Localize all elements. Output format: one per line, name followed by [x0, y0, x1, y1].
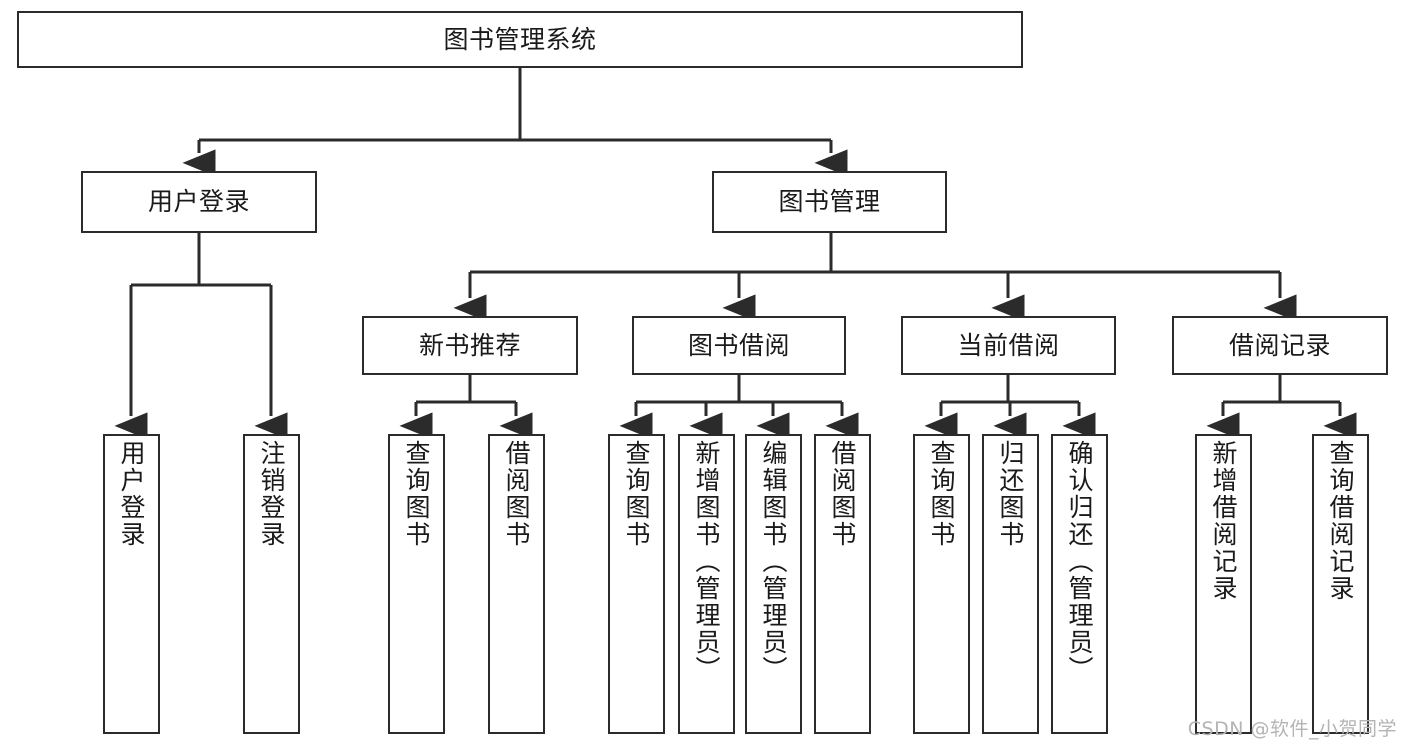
node-leaf-borrow-book-2[interactable]: 借阅图书	[814, 434, 871, 734]
node-book-manage[interactable]: 图书管理	[712, 171, 947, 233]
node-new-book-recommend-label: 新书推荐	[418, 330, 521, 360]
node-leaf-user-login-label: 用户登录	[117, 440, 146, 548]
node-leaf-user-login[interactable]: 用户登录	[103, 434, 160, 734]
node-leaf-query-book-3-label: 查询图书	[927, 440, 956, 548]
node-leaf-borrow-book-1-label: 借阅图书	[502, 440, 531, 548]
node-root-label: 图书管理系统	[443, 24, 597, 54]
node-leaf-confirm-return-label: 确认归还（管理员）	[1065, 440, 1094, 683]
node-leaf-logout[interactable]: 注销登录	[243, 434, 300, 734]
node-leaf-query-record-label: 查询借阅记录	[1326, 440, 1355, 602]
node-user-login-label: 用户登录	[147, 187, 250, 216]
node-leaf-query-book-2-label: 查询图书	[622, 440, 651, 548]
node-root[interactable]: 图书管理系统	[17, 11, 1023, 68]
node-current-borrow[interactable]: 当前借阅	[901, 316, 1116, 375]
node-leaf-query-book-1[interactable]: 查询图书	[388, 434, 445, 734]
node-leaf-borrow-book-2-label: 借阅图书	[828, 440, 857, 548]
node-leaf-add-record-label: 新增借阅记录	[1209, 440, 1238, 602]
node-book-manage-label: 图书管理	[778, 187, 881, 216]
node-leaf-query-book-2[interactable]: 查询图书	[608, 434, 665, 734]
node-leaf-borrow-book-1[interactable]: 借阅图书	[488, 434, 545, 734]
node-leaf-add-book[interactable]: 新增图书（管理员）	[678, 434, 735, 734]
node-new-book-recommend[interactable]: 新书推荐	[362, 316, 578, 375]
node-leaf-add-record[interactable]: 新增借阅记录	[1195, 434, 1252, 734]
node-leaf-add-book-label: 新增图书（管理员）	[692, 440, 721, 683]
node-leaf-return-book[interactable]: 归还图书	[982, 434, 1039, 734]
node-leaf-confirm-return[interactable]: 确认归还（管理员）	[1051, 434, 1108, 734]
watermark: CSDN @软件_小贺同学	[1187, 718, 1397, 740]
node-leaf-query-book-3[interactable]: 查询图书	[913, 434, 970, 734]
node-user-login[interactable]: 用户登录	[81, 171, 317, 233]
node-leaf-query-record[interactable]: 查询借阅记录	[1312, 434, 1369, 734]
node-book-borrow[interactable]: 图书借阅	[632, 316, 846, 375]
node-current-borrow-label: 当前借阅	[957, 330, 1060, 360]
node-leaf-edit-book[interactable]: 编辑图书（管理员）	[745, 434, 802, 734]
node-book-borrow-label: 图书借阅	[687, 330, 790, 360]
node-leaf-query-book-1-label: 查询图书	[402, 440, 431, 548]
node-leaf-edit-book-label: 编辑图书（管理员）	[759, 440, 788, 683]
node-borrow-record-label: 借阅记录	[1228, 330, 1331, 360]
node-borrow-record[interactable]: 借阅记录	[1172, 316, 1388, 375]
node-leaf-return-book-label: 归还图书	[996, 440, 1025, 548]
node-leaf-logout-label: 注销登录	[257, 440, 286, 548]
